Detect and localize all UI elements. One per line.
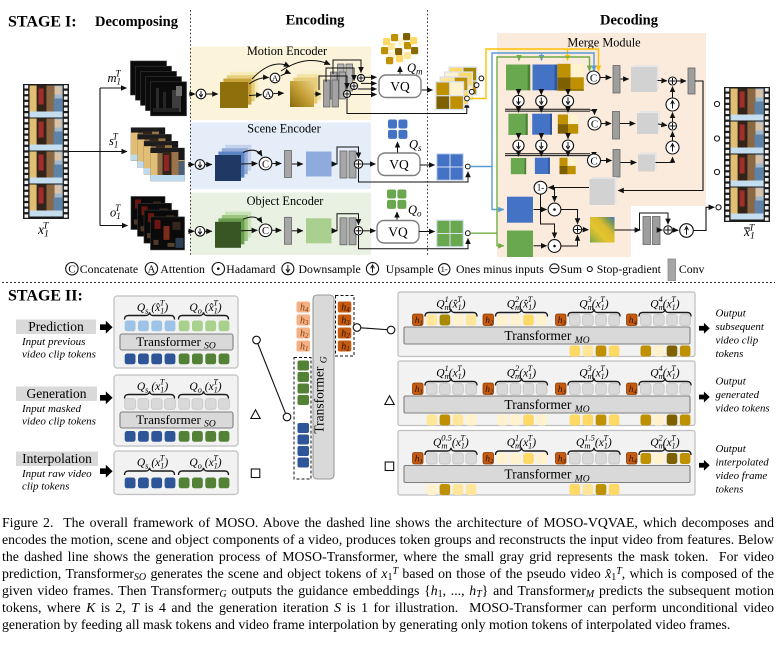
- svg-text:video clip tokens: video clip tokens: [22, 416, 96, 428]
- svg-text:A: A: [272, 74, 278, 83]
- svg-text:Qs (x1T): Qs (x1T): [137, 454, 169, 471]
- svg-text:Qo (x̂1T): Qo (x̂1T): [189, 299, 221, 316]
- svg-text:STAGE I:: STAGE I:: [8, 14, 77, 31]
- svg-text:Input raw video: Input raw video: [21, 468, 92, 480]
- svg-text:Scene Encoder: Scene Encoder: [247, 122, 320, 136]
- svg-text:Encoding: Encoding: [286, 13, 346, 29]
- svg-text:Decomposing: Decomposing: [95, 14, 179, 30]
- svg-text:Conv: Conv: [679, 262, 705, 276]
- svg-text:VQ: VQ: [389, 157, 409, 172]
- svg-text:Transformer SO: Transformer SO: [136, 334, 216, 352]
- svg-text:x1T: x1T: [743, 223, 755, 242]
- svg-text:Qo: Qo: [408, 203, 422, 219]
- svg-text:video clip: video clip: [716, 335, 759, 347]
- svg-text:Merge Module: Merge Module: [567, 36, 641, 50]
- svg-text:Qs (x̂1T): Qs (x̂1T): [137, 299, 169, 316]
- svg-text:Interpolation: Interpolation: [22, 451, 92, 466]
- svg-text:C: C: [262, 159, 269, 170]
- svg-text:A: A: [265, 90, 271, 99]
- svg-text:tokens: tokens: [716, 484, 744, 496]
- svg-text:Output: Output: [716, 376, 747, 388]
- svg-text:video frame: video frame: [716, 470, 768, 482]
- svg-text:generated: generated: [716, 389, 760, 401]
- svg-text:video clip tokens: video clip tokens: [22, 349, 96, 361]
- svg-text:Output: Output: [716, 308, 747, 320]
- svg-text:Transformer SO: Transformer SO: [136, 412, 216, 430]
- svg-text:tokens: tokens: [716, 348, 744, 360]
- svg-text:Decoding: Decoding: [600, 13, 659, 29]
- svg-text:Qo (x1T): Qo (x1T): [189, 378, 221, 395]
- svg-text:Input previous: Input previous: [21, 336, 85, 348]
- svg-text:clip tokens: clip tokens: [22, 481, 69, 493]
- svg-text:VQ: VQ: [388, 224, 408, 239]
- svg-text:Hadamard: Hadamard: [226, 262, 275, 276]
- svg-text:C: C: [590, 72, 597, 84]
- svg-text:Prediction: Prediction: [28, 319, 84, 334]
- svg-text:1-: 1-: [441, 264, 448, 274]
- svg-text:VQ: VQ: [390, 79, 410, 94]
- svg-text:STAGE II:: STAGE II:: [8, 288, 83, 305]
- svg-text:C: C: [591, 118, 598, 130]
- svg-text:o1T: o1T: [110, 203, 121, 221]
- svg-text:C: C: [68, 264, 75, 275]
- svg-text:interpolated: interpolated: [716, 457, 770, 469]
- svg-text:m1T: m1T: [108, 69, 122, 87]
- svg-text:C: C: [590, 155, 597, 167]
- svg-text:Motion Encoder: Motion Encoder: [247, 44, 327, 58]
- svg-text:Input masked: Input masked: [21, 403, 81, 415]
- svg-text:Attention: Attention: [160, 262, 205, 276]
- svg-text:Output: Output: [716, 443, 747, 455]
- svg-text:subsequent: subsequent: [716, 321, 765, 333]
- svg-text:Qs: Qs: [409, 138, 422, 154]
- svg-text:Generation: Generation: [27, 386, 87, 401]
- svg-text:video tokens: video tokens: [716, 403, 770, 415]
- svg-text:Qs (x1T): Qs (x1T): [137, 378, 169, 395]
- svg-text:C: C: [262, 226, 269, 237]
- svg-text:s1T: s1T: [109, 132, 119, 150]
- svg-text:Qm: Qm: [407, 61, 423, 77]
- svg-text:Sum: Sum: [560, 262, 582, 276]
- svg-text:Concatenate: Concatenate: [80, 262, 138, 276]
- svg-text:Stop-gradient: Stop-gradient: [597, 262, 662, 276]
- svg-text:Qo (x1T): Qo (x1T): [189, 454, 221, 471]
- svg-text:x1T: x1T: [37, 221, 49, 240]
- svg-text:A: A: [148, 264, 156, 275]
- svg-text:Downsample: Downsample: [299, 262, 361, 276]
- svg-text:1-: 1-: [537, 183, 545, 193]
- svg-text:Object Encoder: Object Encoder: [247, 194, 324, 208]
- svg-text:Ones minus inputs: Ones minus inputs: [456, 262, 544, 276]
- svg-text:Upsample: Upsample: [386, 262, 434, 276]
